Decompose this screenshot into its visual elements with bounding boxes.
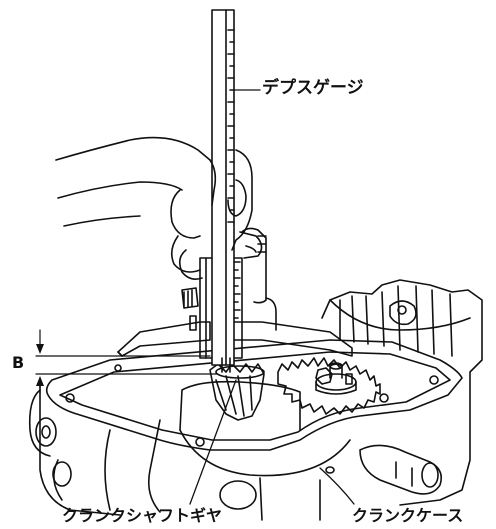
crankshaft-gear-label: クランクシャフトギヤ	[62, 506, 223, 525]
crankcase-label: クランクケース	[352, 506, 464, 525]
crankcase-body	[28, 279, 483, 521]
crankcase-gasket	[45, 339, 463, 451]
dimension-b-lines	[35, 329, 219, 395]
depth-gauge	[117, 9, 353, 373]
dimension-b-label: B	[12, 353, 25, 372]
depth-gauge-label: デプスゲージ	[262, 78, 364, 98]
arrow-up-icon	[36, 376, 44, 386]
leader-crankcase	[319, 467, 355, 505]
cam-gear	[277, 357, 381, 415]
hand	[55, 136, 277, 331]
leader-crankshaft-gear	[189, 379, 237, 505]
arrow-down-icon	[36, 344, 44, 354]
crankshaft-gear	[179, 363, 301, 431]
